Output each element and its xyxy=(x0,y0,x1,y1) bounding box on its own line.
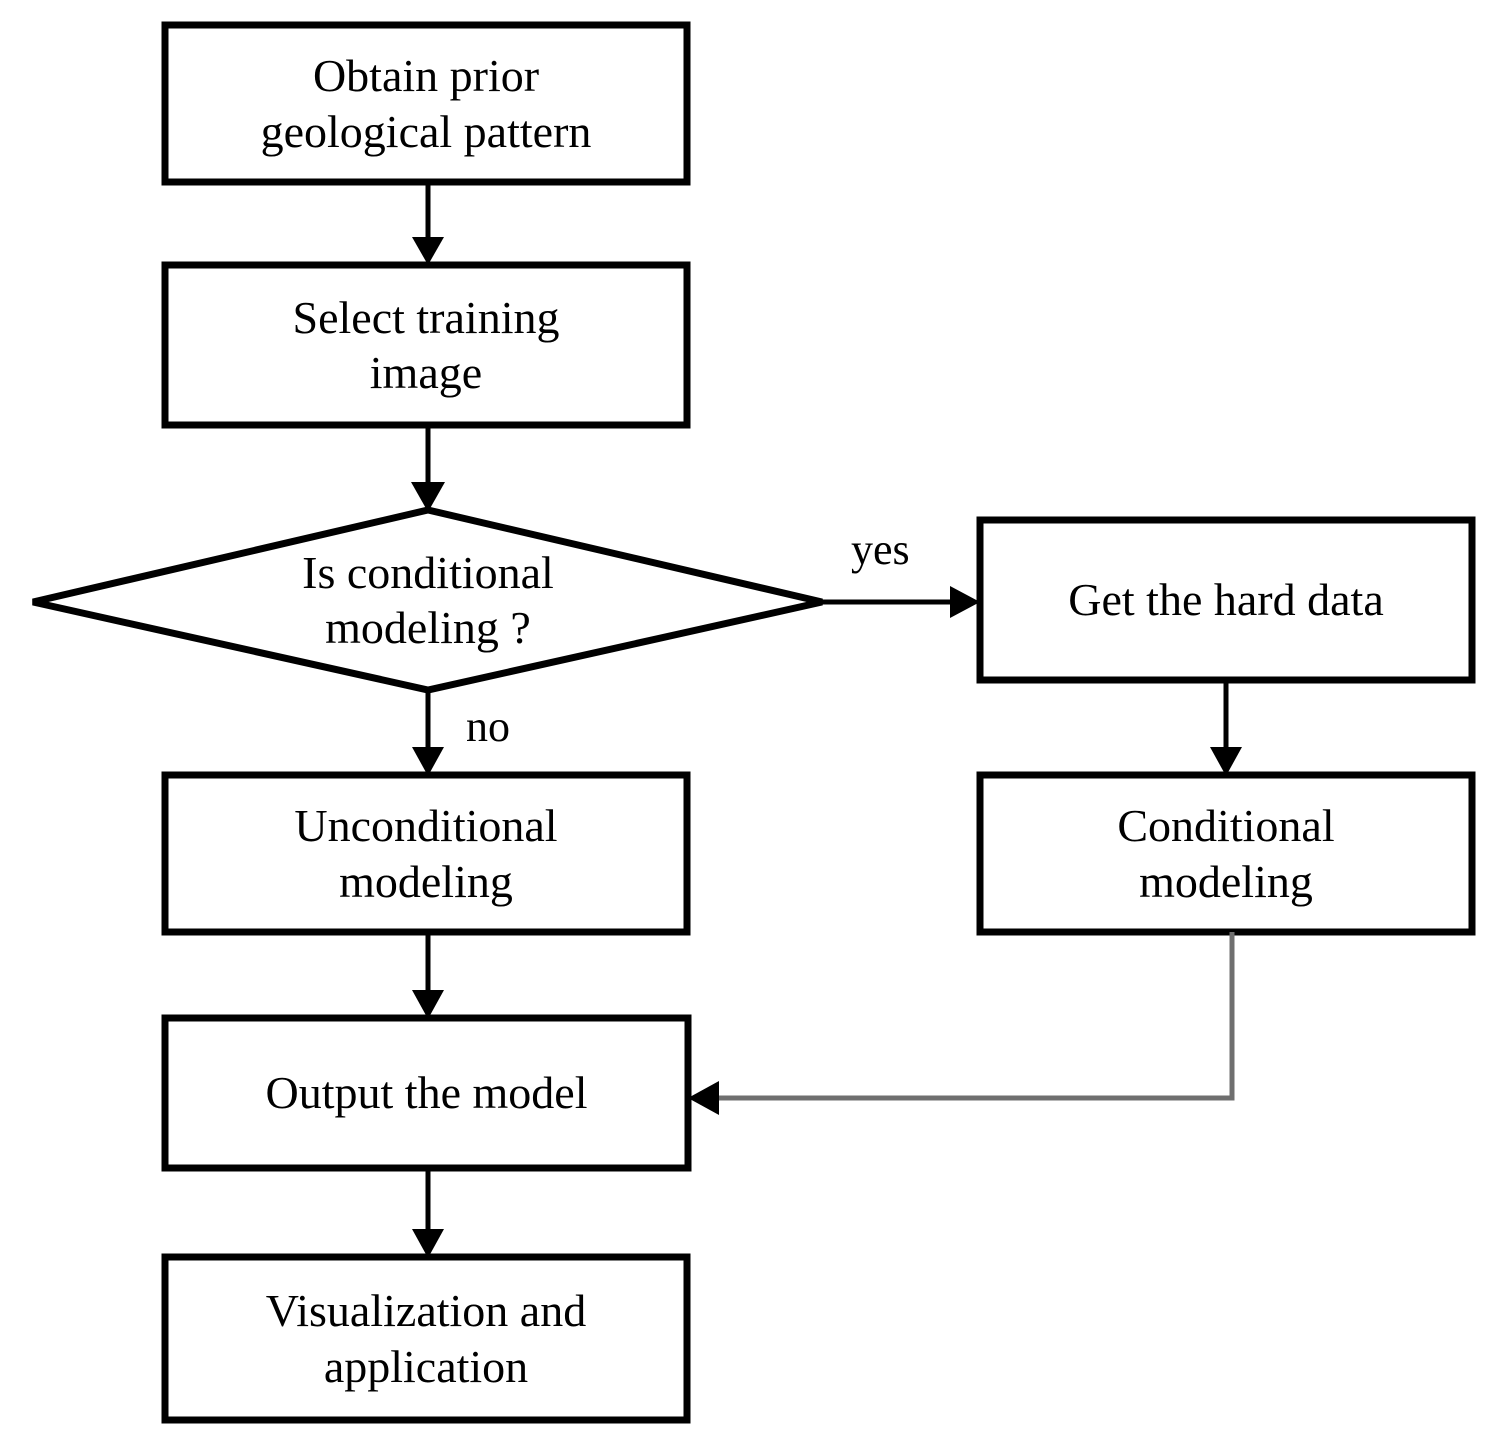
edge-decision-to-unconditional xyxy=(412,690,444,776)
edge-output-to-visualization xyxy=(412,1168,444,1258)
edge-select-to-decision xyxy=(411,425,445,512)
node-is-conditional-modeling[interactable] xyxy=(32,506,823,694)
node-output-the-model[interactable] xyxy=(161,1014,692,1172)
node-conditional-modeling[interactable] xyxy=(976,771,1476,936)
edge-label-no: no xyxy=(466,702,510,751)
edge-hard-data-to-conditional xyxy=(1210,680,1242,776)
edge-conditional-to-output xyxy=(688,932,1235,1115)
edge-decision-to-hard-data xyxy=(822,586,980,618)
edge-label-yes: yes xyxy=(851,525,910,574)
edge-unconditional-to-output xyxy=(412,932,444,1019)
node-select-training-image[interactable] xyxy=(161,261,691,429)
node-visualization-and-application[interactable] xyxy=(161,1253,691,1424)
node-unconditional-modeling[interactable] xyxy=(161,771,691,936)
node-get-the-hard-data[interactable] xyxy=(976,516,1476,684)
node-obtain-prior-geological-pattern[interactable] xyxy=(161,21,691,186)
edge-obtain-to-select xyxy=(412,182,444,265)
